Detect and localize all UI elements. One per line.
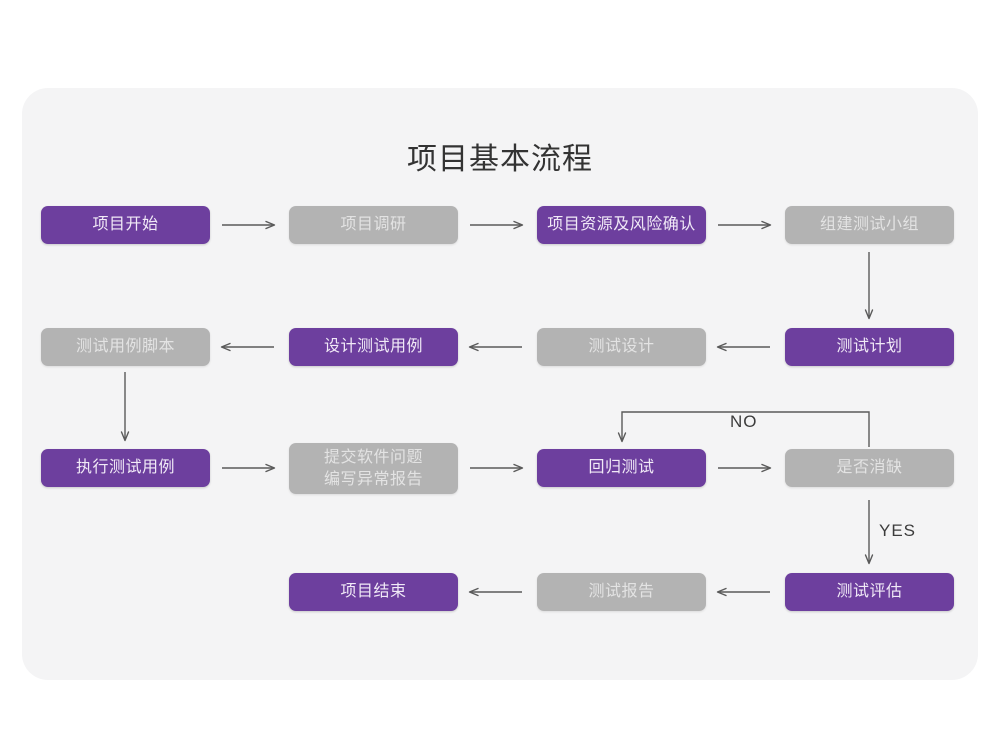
node-regression-test[interactable]: 回归测试: [537, 449, 706, 487]
edge-label-yes: YES: [879, 521, 917, 540]
node-project-end[interactable]: 项目结束: [289, 573, 458, 611]
page-title: 项目基本流程: [407, 143, 593, 176]
node-project-start[interactable]: 项目开始: [41, 206, 210, 244]
edge-label-no: NO: [730, 412, 758, 431]
node-submit-defect-report[interactable]: 提交软件问题 编写异常报告: [289, 443, 458, 494]
node-project-research[interactable]: 项目调研: [289, 206, 458, 244]
node-design-test-case[interactable]: 设计测试用例: [289, 328, 458, 366]
node-test-report[interactable]: 测试报告: [537, 573, 706, 611]
node-execute-test-case[interactable]: 执行测试用例: [41, 449, 210, 487]
node-resource-risk-confirm[interactable]: 项目资源及风险确认: [537, 206, 706, 244]
node-build-test-team[interactable]: 组建测试小组: [785, 206, 954, 244]
node-test-design[interactable]: 测试设计: [537, 328, 706, 366]
node-test-plan[interactable]: 测试计划: [785, 328, 954, 366]
node-defect-resolved[interactable]: 是否消缺: [785, 449, 954, 487]
node-test-evaluation[interactable]: 测试评估: [785, 573, 954, 611]
node-test-case-script[interactable]: 测试用例脚本: [41, 328, 210, 366]
